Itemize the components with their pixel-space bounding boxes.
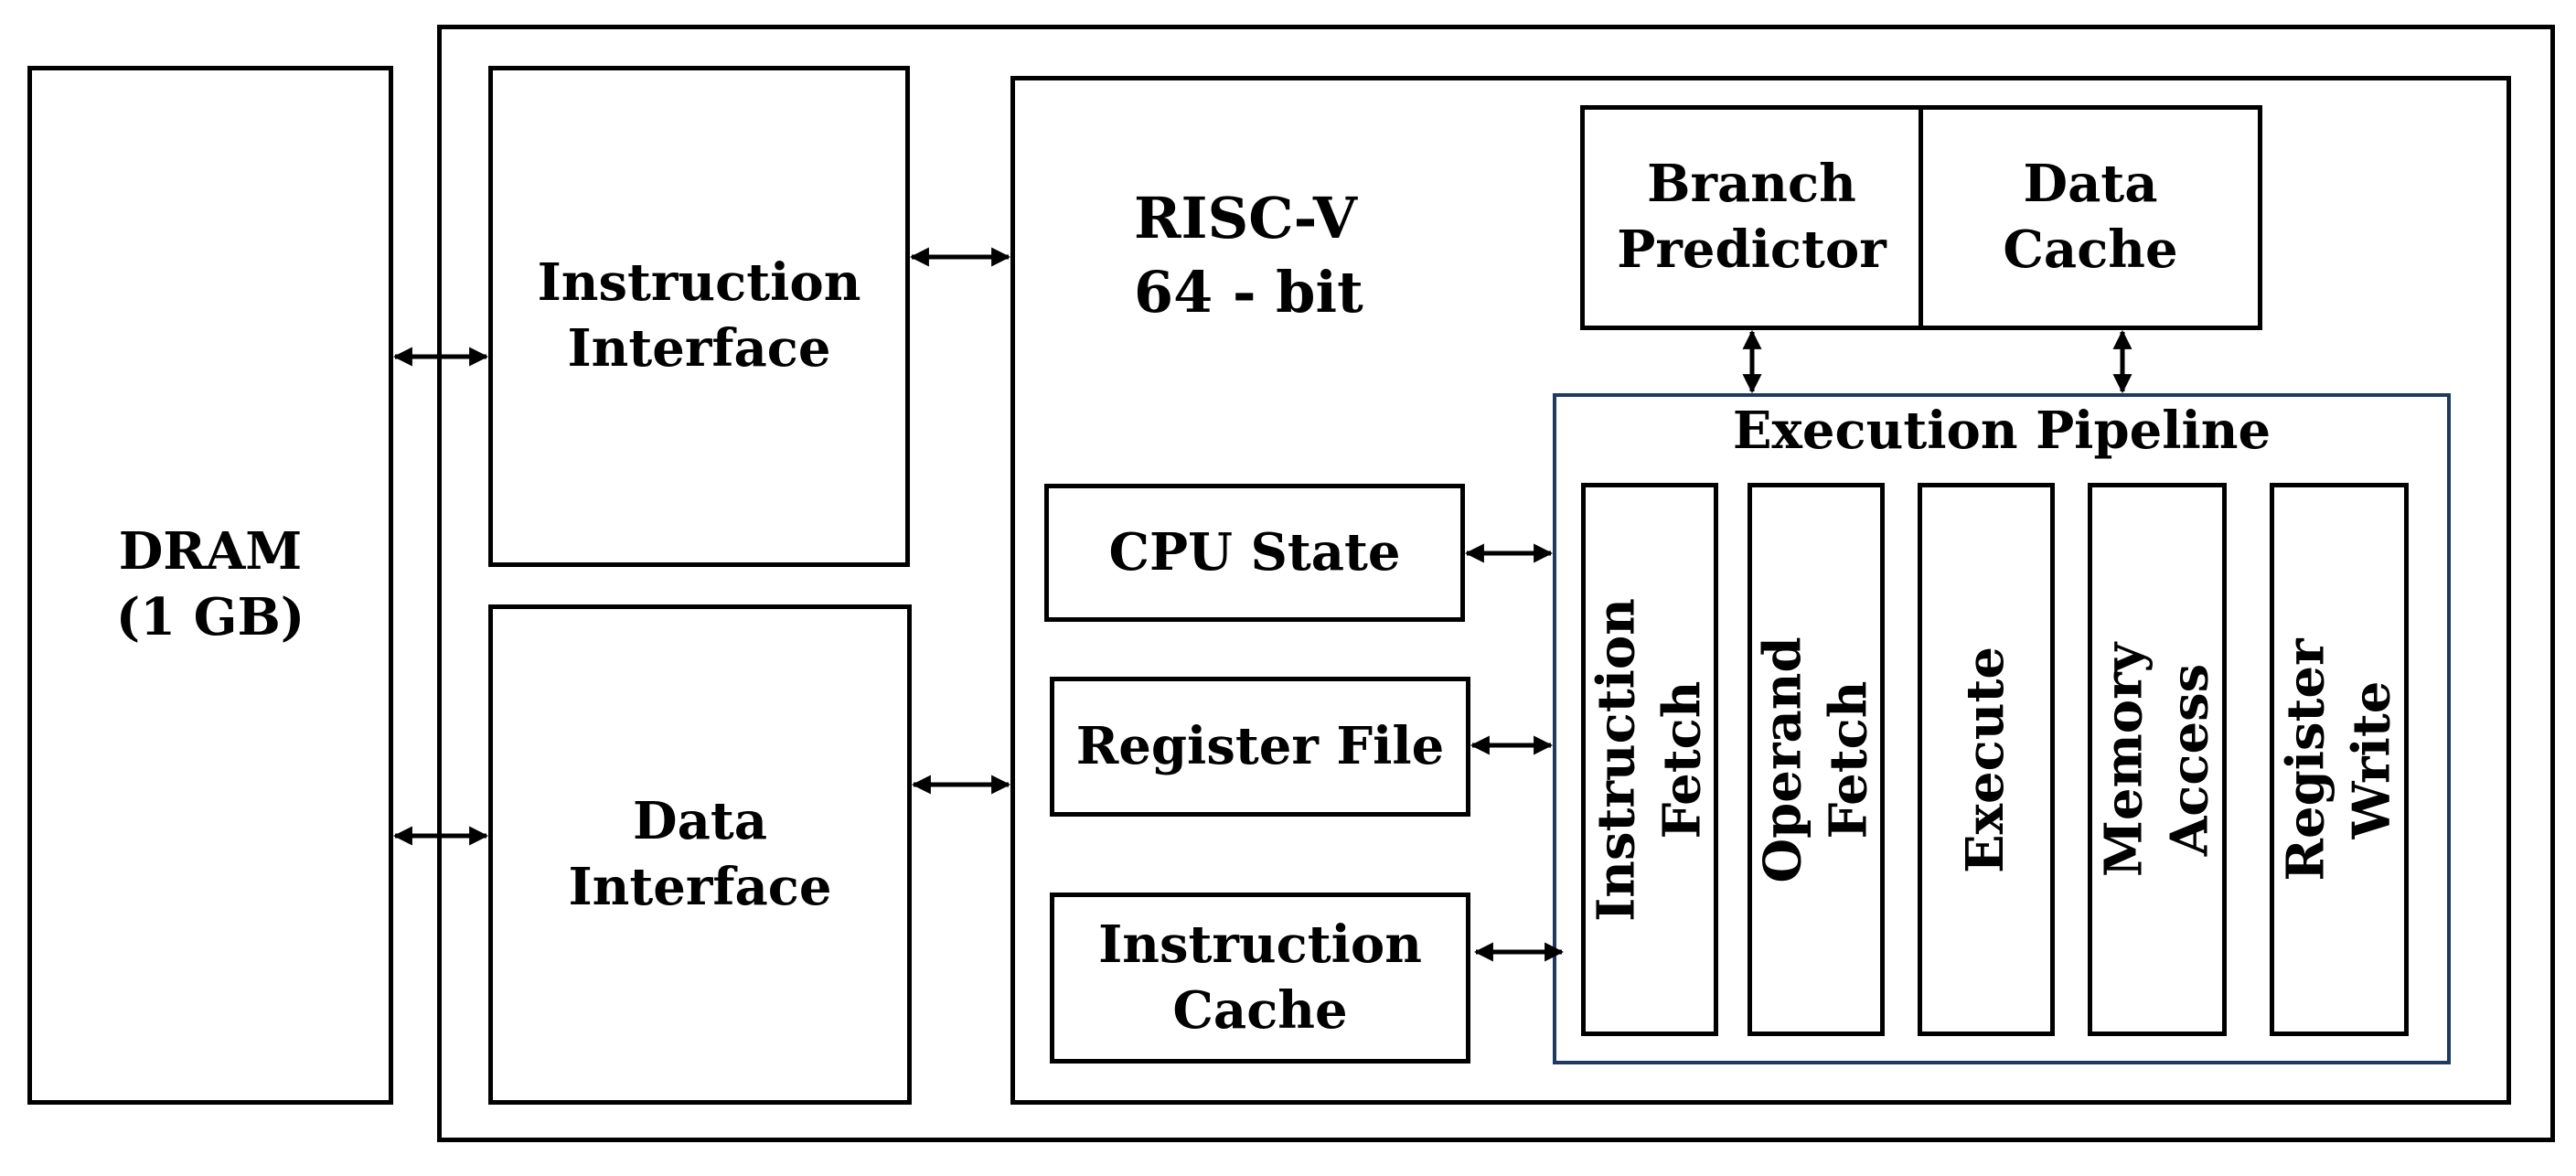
data-cache-block: Data Cache: [1919, 105, 2262, 330]
instruction-interface-line-1: Instruction: [537, 252, 861, 314]
cpu-state-label: CPU State: [1049, 488, 1460, 617]
execution-pipeline-title: Execution Pipeline: [1732, 401, 2271, 462]
instruction-cache-block: Instruction Cache: [1050, 893, 1470, 1064]
core-label: RISC-V 64 - bit: [1134, 174, 1390, 338]
cpu-state-block: CPU State: [1044, 484, 1465, 622]
stage-label-register-write-line-2: Write: [2341, 680, 2401, 839]
register-file-label: Register File: [1054, 681, 1466, 812]
pipeline-stage-memory-access: Memory Access: [2088, 483, 2227, 1036]
instruction-cache-label: Instruction Cache: [1054, 897, 1466, 1059]
stage-label-memory-access-line-2: Access: [2159, 663, 2219, 856]
dram-label-line-2: (1 GB): [115, 587, 305, 647]
stage-label-register-write: Register Write: [2273, 486, 2404, 1034]
stage-label-instruction-fetch: Instruction Fetch: [1584, 486, 1715, 1034]
branch-predictor-label: Branch Predictor: [1585, 110, 1919, 326]
stage-label-execute-line-1: Execute: [1955, 646, 2016, 873]
instruction-cache-line-1: Instruction: [1098, 914, 1422, 975]
instruction-interface-line-2: Interface: [567, 318, 831, 379]
stage-label-operand-fetch: Operand Fetch: [1750, 486, 1881, 1034]
stage-label-instruction-fetch-line-2: Fetch: [1651, 680, 1712, 839]
pipeline-stage-instruction-fetch: Instruction Fetch: [1581, 483, 1718, 1036]
dram-label: DRAM (1 GB): [32, 70, 389, 1100]
data-interface-line-2: Interface: [568, 856, 832, 917]
branch-predictor-block: Branch Predictor: [1580, 105, 1923, 330]
pipeline-stage-execute: Execute: [1918, 483, 2055, 1036]
stage-label-operand-fetch-line-1: Operand: [1752, 636, 1813, 883]
stage-label-memory-access: Memory Access: [2091, 486, 2222, 1034]
stage-label-register-write-line-1: Register: [2275, 637, 2336, 882]
data-cache-label: Data Cache: [1923, 110, 2258, 326]
pipeline-stage-register-write: Register Write: [2270, 483, 2409, 1036]
stage-label-instruction-fetch-line-1: Instruction: [1586, 597, 1647, 922]
stage-label-execute: Execute: [1953, 486, 2019, 1034]
execution-pipeline-container: [1553, 393, 2451, 1064]
dram-label-line-1: DRAM: [118, 521, 303, 583]
branch-predictor-line-2: Predictor: [1617, 219, 1887, 280]
instruction-interface-label: Instruction Interface: [493, 70, 905, 562]
data-interface-block: Data Interface: [488, 604, 912, 1105]
core-label-line-2: 64 - bit: [1134, 259, 1363, 326]
stage-label-memory-access-line-1: Memory: [2093, 642, 2154, 877]
instruction-interface-block: Instruction Interface: [488, 66, 910, 567]
branch-predictor-line-1: Branch: [1647, 154, 1856, 215]
data-cache-line-2: Cache: [2003, 219, 2178, 280]
data-interface-line-1: Data: [633, 790, 767, 851]
cpu-state-line-1: CPU State: [1108, 521, 1401, 583]
pipeline-stage-operand-fetch: Operand Fetch: [1748, 483, 1885, 1036]
register-file-block: Register File: [1050, 677, 1470, 817]
data-interface-label: Data Interface: [493, 609, 907, 1100]
core-label-line-1: RISC-V: [1134, 185, 1357, 252]
dram-block: DRAM (1 GB): [27, 66, 393, 1105]
register-file-line-1: Register File: [1075, 715, 1445, 776]
stage-label-operand-fetch-line-2: Fetch: [1818, 680, 1878, 839]
instruction-cache-line-2: Cache: [1172, 979, 1348, 1041]
data-cache-line-1: Data: [2023, 154, 2158, 215]
